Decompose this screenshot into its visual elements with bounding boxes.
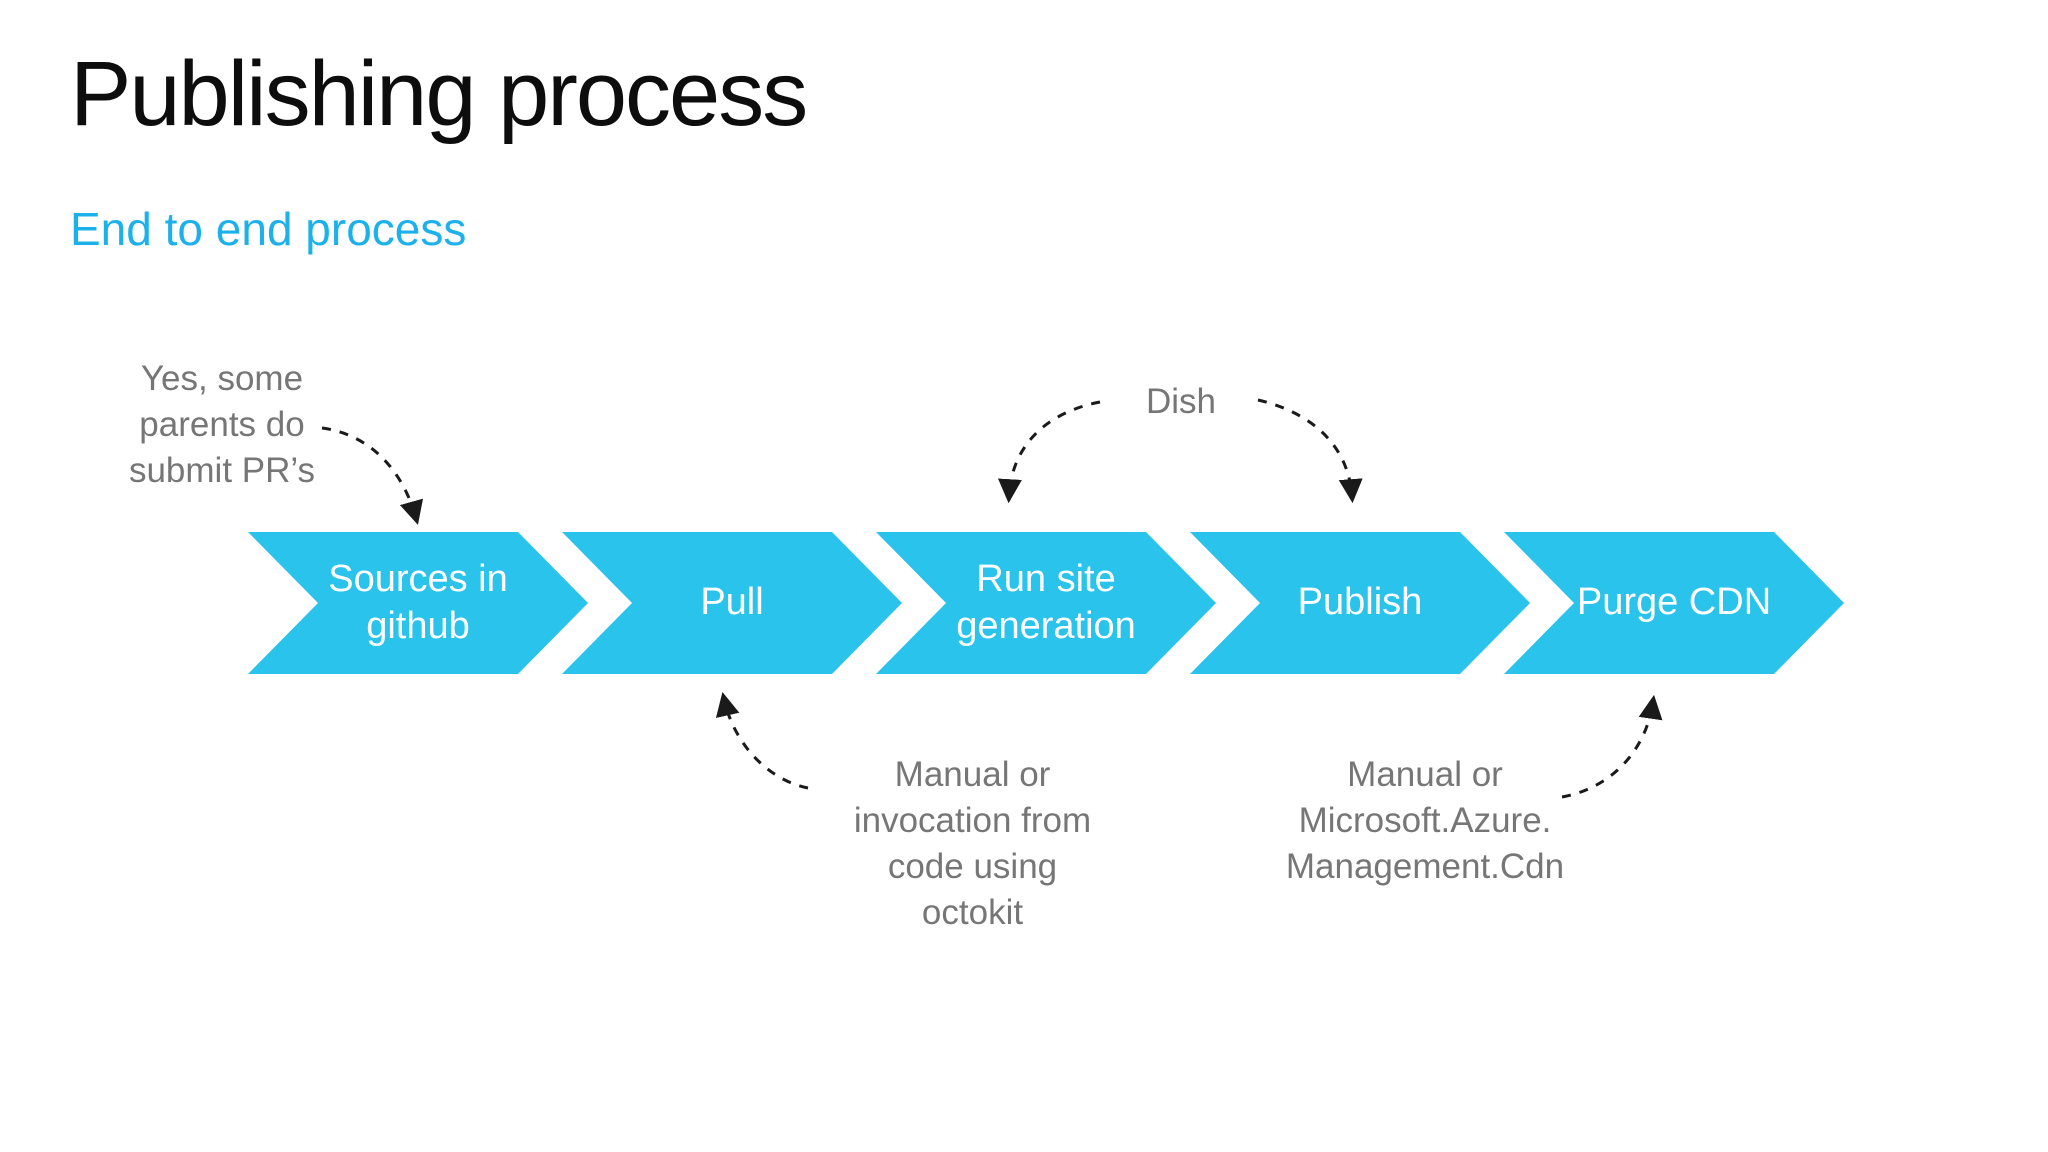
annotation-octokit-note-line: invocation from bbox=[853, 801, 1092, 840]
page-subtitle: End to end process bbox=[70, 203, 467, 255]
process-step-rungen-label: Run site generation bbox=[956, 557, 1136, 648]
annotation-octokit-note-line: code using bbox=[887, 847, 1058, 886]
chevron-shape-rungen bbox=[876, 532, 1216, 674]
process-chevron-band: Sources in github Pull Run site generati… bbox=[248, 532, 1848, 674]
annotation-cdn-note-line: Microsoft.Azure. bbox=[1298, 801, 1552, 840]
process-step-sources-label: Sources in github bbox=[328, 557, 508, 648]
annotation-octokit-note: Manual or invocation from code using oct… bbox=[800, 752, 1145, 936]
process-step-purgecdn-label: Purge CDN bbox=[1576, 581, 1772, 624]
annotation-cdn-note: Manual or Microsoft.Azure. Management.Cd… bbox=[1215, 752, 1635, 890]
arrow-dish-to-publish-icon bbox=[1257, 398, 1363, 504]
chevron-shape-sources bbox=[248, 532, 588, 674]
chevron-shape-pull bbox=[562, 532, 902, 674]
annotation-dish-note: Dish bbox=[1145, 382, 1217, 421]
annotation-pr-note-line: Yes, some bbox=[140, 359, 304, 398]
annotation-pr-note: Yes, some parents do submit PR’s bbox=[72, 356, 372, 494]
page-title: Publishing process bbox=[70, 43, 808, 145]
process-step-pull-label: Pull bbox=[700, 581, 764, 624]
annotation-pr-note-line: submit PR’s bbox=[128, 451, 316, 490]
chevron-shape-publish bbox=[1190, 532, 1530, 674]
process-step-publish-label: Publish bbox=[1297, 581, 1423, 624]
annotation-octokit-note-line: Manual or bbox=[894, 755, 1051, 794]
chevron-shapes bbox=[248, 532, 1844, 674]
arrow-octokit-to-pull-icon bbox=[715, 691, 809, 790]
arrow-dish-to-rungen-icon bbox=[997, 400, 1101, 504]
annotation-octokit-note-line: octokit bbox=[921, 893, 1024, 932]
annotation-pr-note-line: parents do bbox=[139, 405, 305, 444]
annotation-cdn-note-line: Management.Cdn bbox=[1285, 847, 1565, 886]
chevron-shape-purgecdn bbox=[1504, 532, 1844, 674]
annotation-cdn-note-line: Manual or bbox=[1347, 755, 1503, 794]
